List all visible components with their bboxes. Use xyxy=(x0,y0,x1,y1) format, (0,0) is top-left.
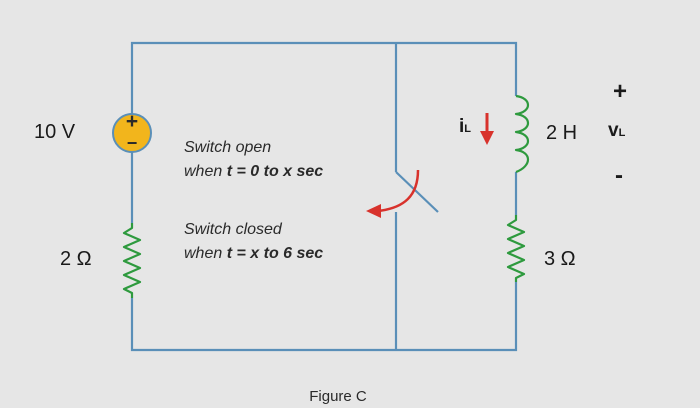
current-subscript: L xyxy=(464,123,472,135)
note-open-line1: Switch open xyxy=(184,139,272,156)
inductor-label: 2 H xyxy=(546,122,578,144)
note-open-line2: when t = 0 to x sec xyxy=(184,163,324,180)
source-minus: − xyxy=(127,133,138,153)
resistor-3ohm-label: 3 Ω xyxy=(544,248,576,270)
source-value-label: 10 V xyxy=(34,121,76,143)
note-closed-condition: t = x to 6 sec xyxy=(226,245,324,262)
figure-caption: Figure C xyxy=(309,388,367,405)
switch-blade xyxy=(395,171,439,213)
note-closed-line1: Switch closed xyxy=(184,221,282,238)
voltage-source: + − xyxy=(112,110,152,153)
voltage-minus-sign: - xyxy=(615,162,623,189)
voltage-label: vL xyxy=(608,120,625,142)
voltage-plus-sign: + xyxy=(613,78,628,105)
wire-left-bottom xyxy=(130,282,518,352)
voltage-symbol: v xyxy=(608,120,619,141)
source-plus: + xyxy=(126,110,138,133)
current-symbol: i xyxy=(459,116,465,137)
inductor-coil xyxy=(514,94,530,174)
note-open-condition: t = 0 to x sec xyxy=(226,163,324,180)
resistor-2ohm-label: 2 Ω xyxy=(60,248,92,270)
note-switch-open: Switch open when t = 0 to x sec xyxy=(184,136,323,184)
note-switch-closed: Switch closed when t = x to 6 sec xyxy=(184,218,323,266)
source-circle xyxy=(112,113,152,153)
resistor-2ohm xyxy=(122,223,142,298)
note-closed-line2: when t = x to 6 sec xyxy=(184,245,324,262)
current-label: iL xyxy=(459,116,471,138)
switch-action-arrow xyxy=(366,169,420,218)
wire-left-top xyxy=(130,41,518,114)
voltage-subscript: L xyxy=(618,127,626,139)
current-arrow xyxy=(480,113,494,145)
resistor-3ohm xyxy=(506,215,526,282)
